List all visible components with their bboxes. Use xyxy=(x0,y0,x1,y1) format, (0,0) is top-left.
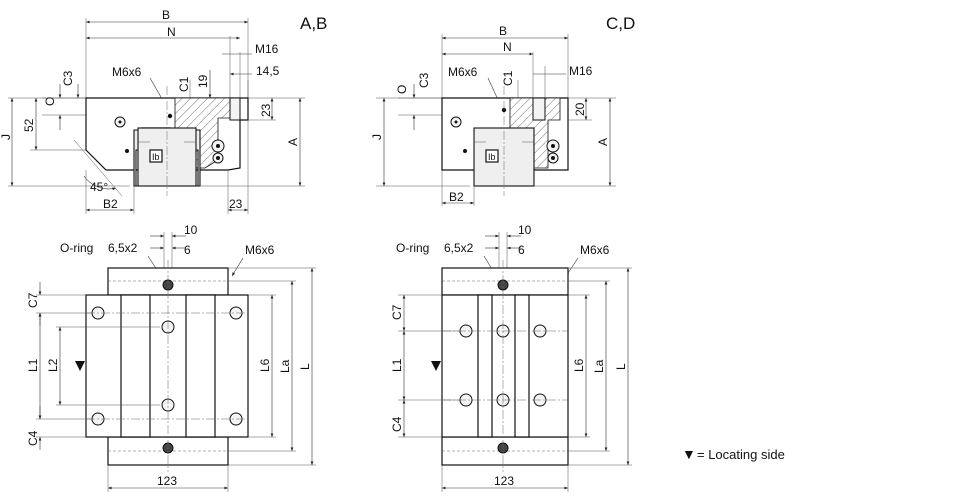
dim-label-l1-ab: L1 xyxy=(26,358,40,372)
dim-label-c4-ab: C4 xyxy=(26,430,40,446)
locating-side-marker-ab xyxy=(75,361,85,371)
oring-label-cd: O-ring xyxy=(396,241,429,255)
thread-label-m6x6-plan-ab: M6x6 xyxy=(245,243,275,257)
dim-label-c3-ab: C3 xyxy=(61,70,75,86)
dim-value-123-ab: 123 xyxy=(157,474,177,488)
thread-label-m6x6-top-ab: M6x6 xyxy=(112,65,142,79)
dim-value-123-cd: 123 xyxy=(494,474,514,488)
dim-value-20: 20 xyxy=(573,102,587,116)
dim-label-l2-ab: L2 xyxy=(46,358,60,372)
dim-value-10-ab: 10 xyxy=(184,223,198,237)
dim-label-c7-ab: C7 xyxy=(26,292,40,308)
dim-value-14-5: 14,5 xyxy=(256,64,280,78)
locating-side-legend-icon: ▼ xyxy=(682,446,696,462)
section-view-ab: A,B B N M16 14,5 C1 19 M6x6 O C3 xyxy=(0,8,327,214)
dim-value-52: 52 xyxy=(22,118,36,132)
dim-label-a-ab: A xyxy=(286,138,300,146)
dim-label-b2-cd: B2 xyxy=(449,190,464,204)
angle-label-45: 45° xyxy=(90,180,108,194)
dim-label-c4-cd: C4 xyxy=(390,416,404,432)
oring-size-cd: 6,5x2 xyxy=(444,241,474,255)
dim-label-o-cd: O xyxy=(395,85,409,94)
dim-value-6-ab: 6 xyxy=(184,243,191,257)
dim-label-o-ab: O xyxy=(43,97,57,106)
dim-label-c1-cd: C1 xyxy=(501,70,515,86)
dim-label-l6-cd: L6 xyxy=(572,358,586,372)
dim-label-b: B xyxy=(162,8,170,22)
oring-label-ab: O-ring xyxy=(60,241,93,255)
dim-label-j-ab: J xyxy=(0,134,13,140)
view-title-ab: A,B xyxy=(300,14,327,33)
thread-label-m16: M16 xyxy=(255,42,279,56)
carriage-plan-ab xyxy=(85,294,249,438)
rail-strip-left-ab xyxy=(120,294,151,438)
dim-label-l-ab: L xyxy=(298,363,312,370)
m16-hole-cd xyxy=(532,97,546,121)
dim-label-la-ab: La xyxy=(278,359,292,373)
rail-strip-right-cd xyxy=(514,294,530,438)
plan-view-ab: 10 6 O-ring 6,5x2 M6x6 xyxy=(26,223,316,492)
oring-size-ab: 6,5x2 xyxy=(108,241,138,255)
lube-symbol-cd xyxy=(485,149,499,163)
legend: ▼ = Locating side xyxy=(682,446,785,462)
dim-label-j-cd: J xyxy=(370,134,384,140)
dim-value-6-cd: 6 xyxy=(518,243,525,257)
locating-side-legend-text: = Locating side xyxy=(697,447,785,462)
dim-label-l1-cd: L1 xyxy=(390,358,404,372)
view-title-cd: C,D xyxy=(606,14,635,33)
thread-label-m6x6-plan-cd: M6x6 xyxy=(580,243,610,257)
dim-label-la-cd: La xyxy=(592,359,606,373)
dim-label-n: N xyxy=(167,25,176,39)
dim-label-n-cd: N xyxy=(503,40,512,54)
dim-label-c3-cd: C3 xyxy=(417,72,431,88)
dim-label-b-cd: B xyxy=(499,24,507,38)
dim-value-19: 19 xyxy=(196,74,210,88)
dim-label-c1: C1 xyxy=(177,76,191,92)
dim-label-l-cd: L xyxy=(614,363,628,370)
dim-label-c7-cd: C7 xyxy=(390,304,404,320)
dim-label-a-cd: A xyxy=(596,138,610,146)
dim-value-23-vertical: 23 xyxy=(259,103,273,117)
dim-value-23-bottom: 23 xyxy=(229,197,243,211)
rail-strip-right-ab xyxy=(185,294,216,438)
rail-strip-left-cd xyxy=(477,294,493,438)
carriage-plan-cd xyxy=(441,294,569,438)
dim-label-l6-ab: L6 xyxy=(258,358,272,372)
thread-label-m6x6-top-cd: M6x6 xyxy=(448,65,478,79)
dim-label-b2-ab: B2 xyxy=(103,197,118,211)
thread-label-m16-cd: M16 xyxy=(569,64,593,78)
svg-text:Ib: Ib xyxy=(152,152,160,162)
section-view-cd: C,D B N M16 M6x6 C1 O C3 J Ib xyxy=(370,14,635,206)
dim-value-10-cd: 10 xyxy=(518,223,532,237)
locating-side-marker-cd xyxy=(431,361,441,371)
plan-view-cd: 10 6 O-ring 6,5x2 M6x6 C7 L1 xyxy=(390,223,632,492)
svg-text:Ib: Ib xyxy=(488,152,496,162)
m16-hole-ab xyxy=(229,97,241,121)
lube-symbol-ab xyxy=(149,149,163,163)
